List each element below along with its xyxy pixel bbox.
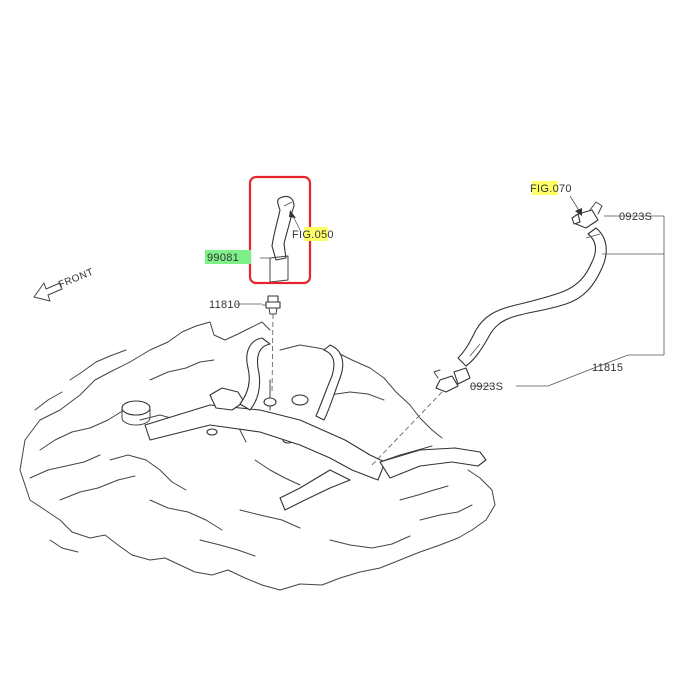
part-11815-label[interactable]: 11815 [592, 362, 623, 374]
highlight-fig-050 [304, 227, 328, 241]
clamp-0923s-bottom [433, 367, 471, 393]
highlight-99081 [205, 250, 251, 264]
fig-050-label[interactable]: FIG.050 [292, 229, 334, 241]
alignment-line-11810 [271, 313, 274, 393]
part-99081-label[interactable]: 99081 [207, 252, 239, 264]
leader-lines [236, 215, 665, 387]
part-11810-label[interactable]: 11810 [209, 299, 240, 311]
part-0923s-bottom-label[interactable]: 0923S [470, 381, 503, 393]
part-0923s-top-label[interactable]: 0923S [619, 211, 652, 223]
hose-99081 [269, 195, 295, 283]
fig-070-label[interactable]: FIG.070 [530, 183, 572, 195]
coolant-pipe [144, 387, 487, 511]
front-label: FRONT [57, 267, 95, 291]
fig-050-arrow [289, 210, 301, 231]
hose-11815 [457, 227, 607, 367]
fig-070-arrow [569, 195, 582, 216]
engine-hoses [239, 337, 344, 421]
highlight-fig-070 [532, 181, 558, 195]
alignment-line-11815 [371, 391, 443, 466]
front-direction-arrow: FRONT [33, 267, 95, 302]
engine-block [19, 321, 496, 591]
fitting-11810 [262, 295, 281, 315]
